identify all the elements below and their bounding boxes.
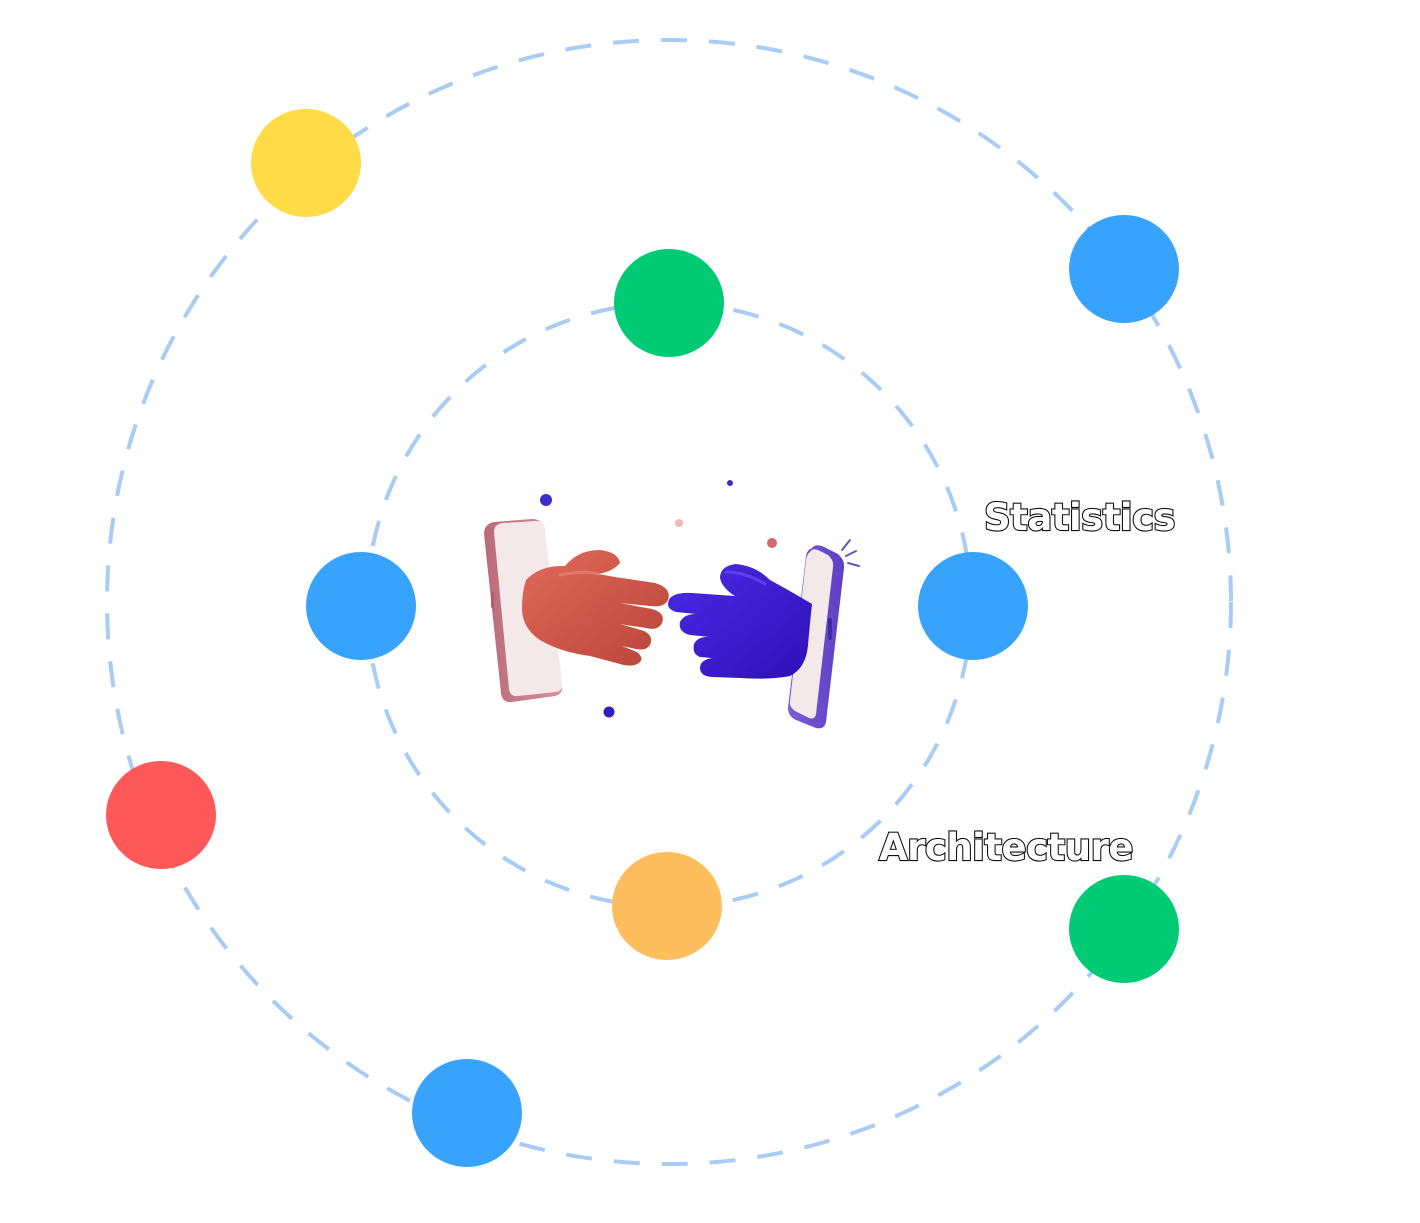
sparkle-dot-icon [540,494,552,506]
sparkle-dot-icon [727,480,733,486]
inner-node-left [306,552,416,660]
inner-node-bottom [612,852,722,960]
statistics-label: Statistics [984,496,1175,539]
handshake-phones-icon [484,480,860,729]
inner-node-right [918,552,1028,660]
sparkle-dot-icon [675,519,683,527]
sparkle-dot-icon [767,538,777,548]
right-phone-icon [788,545,845,729]
outer-node-bottom-left [412,1059,522,1167]
outer-node-top-left [251,109,361,217]
sparkle-dot-icon [603,706,615,718]
inner-node-top [614,249,724,357]
red-hand-icon [522,550,669,666]
outer-node-bottom-right [1069,875,1179,983]
outer-node-left [106,761,216,869]
sparkle-lines-icon [841,539,860,567]
outer-orbit [105,38,1233,1166]
outer-node-top-right [1069,215,1179,323]
blue-hand-icon [668,564,812,679]
architecture-label: Architecture [879,826,1133,869]
